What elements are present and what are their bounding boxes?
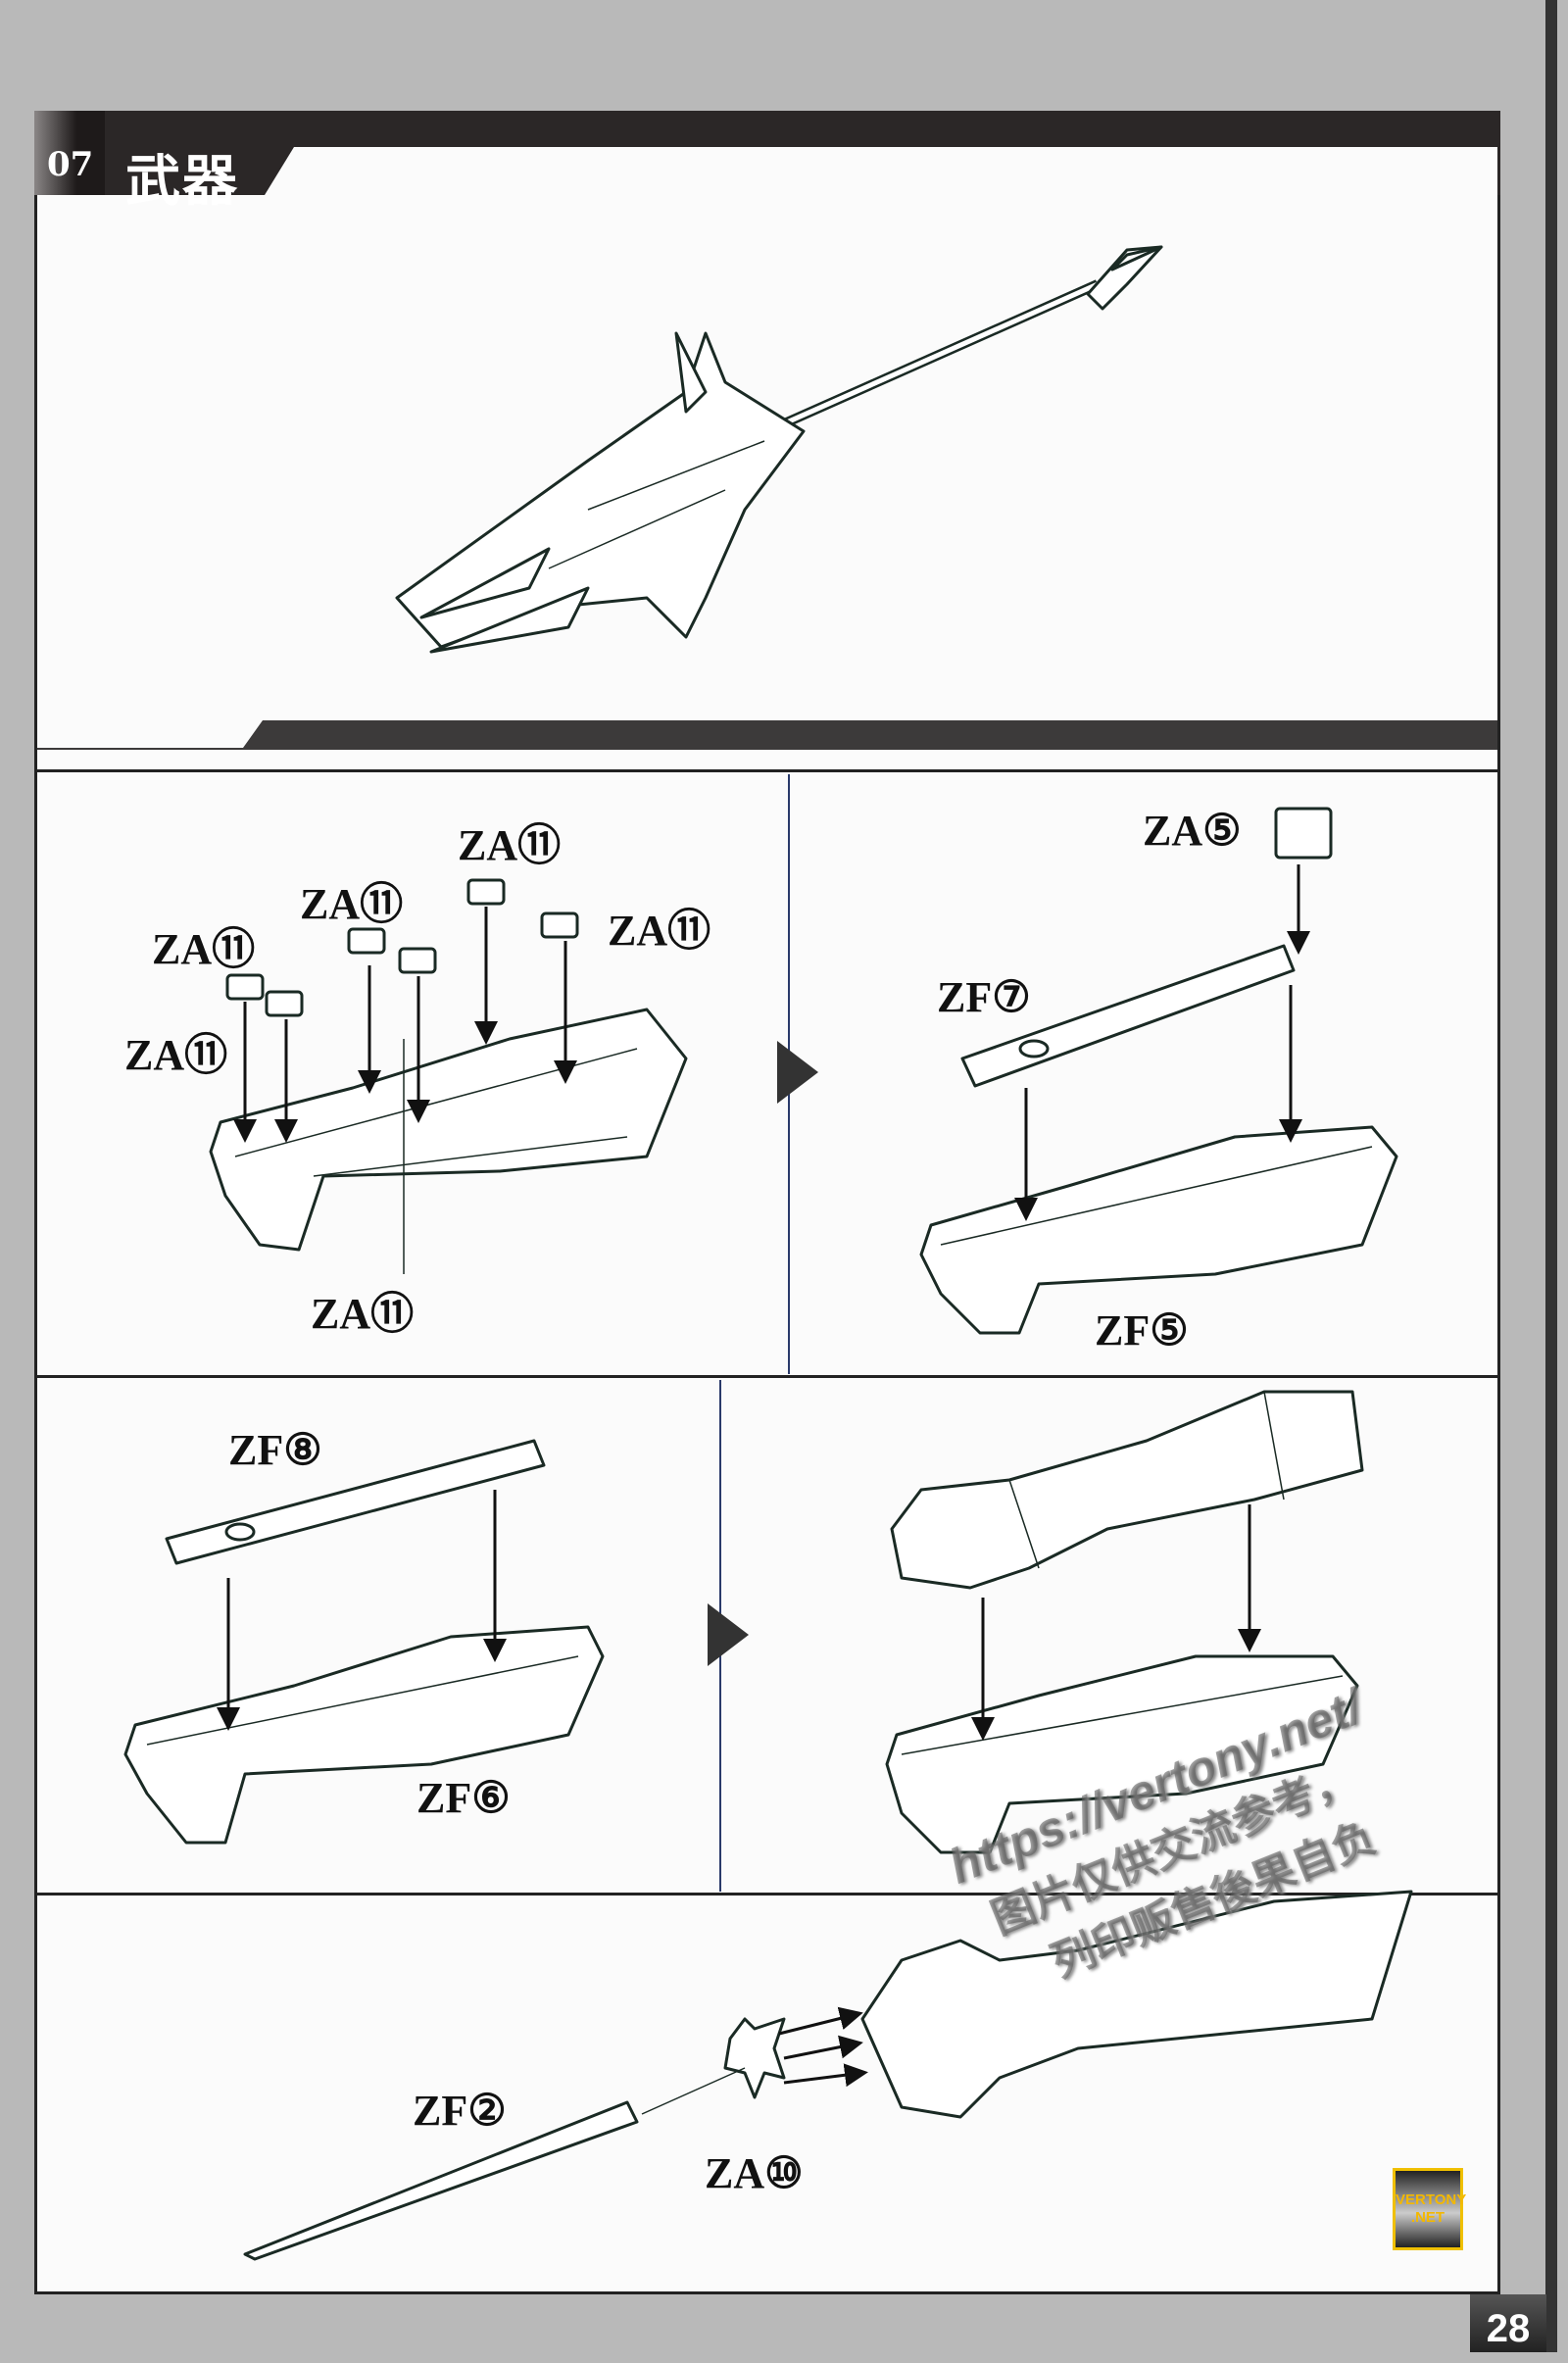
next-step-arrow — [708, 1603, 749, 1666]
step1-base-part — [209, 1008, 688, 1252]
logo-text: .NET — [1410, 2209, 1446, 2226]
part-label: ZA⑪ — [608, 907, 711, 955]
part-label: ZA⑪ — [300, 880, 404, 928]
weapon-overview-illustration — [395, 245, 1163, 654]
part-label: ZF⑤ — [1095, 1306, 1189, 1354]
step4-illustration — [885, 1390, 1364, 1854]
part-label: ZA⑪ — [458, 821, 562, 869]
step-number: 07 — [47, 145, 94, 184]
divider — [34, 769, 1500, 772]
header-number-block — [34, 111, 105, 195]
part-label: ZF⑧ — [228, 1426, 322, 1474]
part-label: ZF② — [413, 2087, 507, 2135]
header-cut — [265, 147, 1497, 195]
part-label: ZA⑪ — [124, 1031, 228, 1079]
part-label: ZF⑦ — [937, 973, 1031, 1021]
step3-illustration — [123, 1439, 605, 1845]
part-label: ZF⑥ — [416, 1774, 511, 1822]
part-label: ZA⑪ — [311, 1290, 415, 1338]
divider — [34, 1375, 1500, 1378]
next-step-arrow — [777, 1041, 818, 1104]
step1-za11-parts — [225, 878, 579, 1017]
vertony-logo: VERTONY .NET — [1393, 2168, 1467, 2250]
part-label: ZA⑪ — [152, 925, 256, 973]
step1-arrows — [233, 907, 577, 1274]
part-label: ZA⑩ — [705, 2149, 804, 2197]
step5-illustration — [243, 1890, 1413, 2261]
section-title: 武器 — [125, 150, 239, 214]
book-edge — [1545, 0, 1557, 2352]
logo-text: VERTONY — [1396, 2191, 1467, 2208]
overview-bottom-band — [37, 720, 1497, 750]
page-number: 28 — [1470, 2294, 1546, 2352]
divider — [34, 1893, 1500, 1895]
step2-illustration — [919, 807, 1398, 1335]
part-label: ZA⑤ — [1143, 807, 1242, 855]
